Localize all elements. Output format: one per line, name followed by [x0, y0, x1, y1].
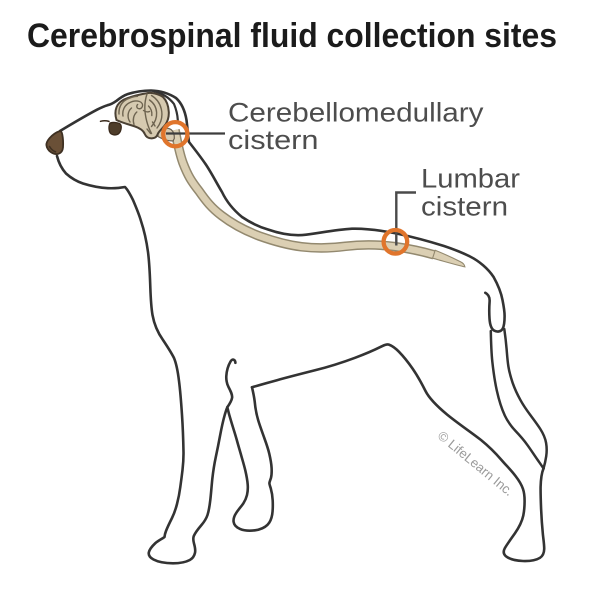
svg-text:Cerebrospinal fluid collection: Cerebrospinal fluid collection sites: [27, 17, 557, 55]
svg-text:Cerebellomedullary: Cerebellomedullary: [228, 98, 484, 128]
svg-text:cistern: cistern: [421, 192, 508, 222]
svg-text:Lumbar: Lumbar: [421, 164, 520, 194]
svg-text:cistern: cistern: [228, 125, 319, 155]
